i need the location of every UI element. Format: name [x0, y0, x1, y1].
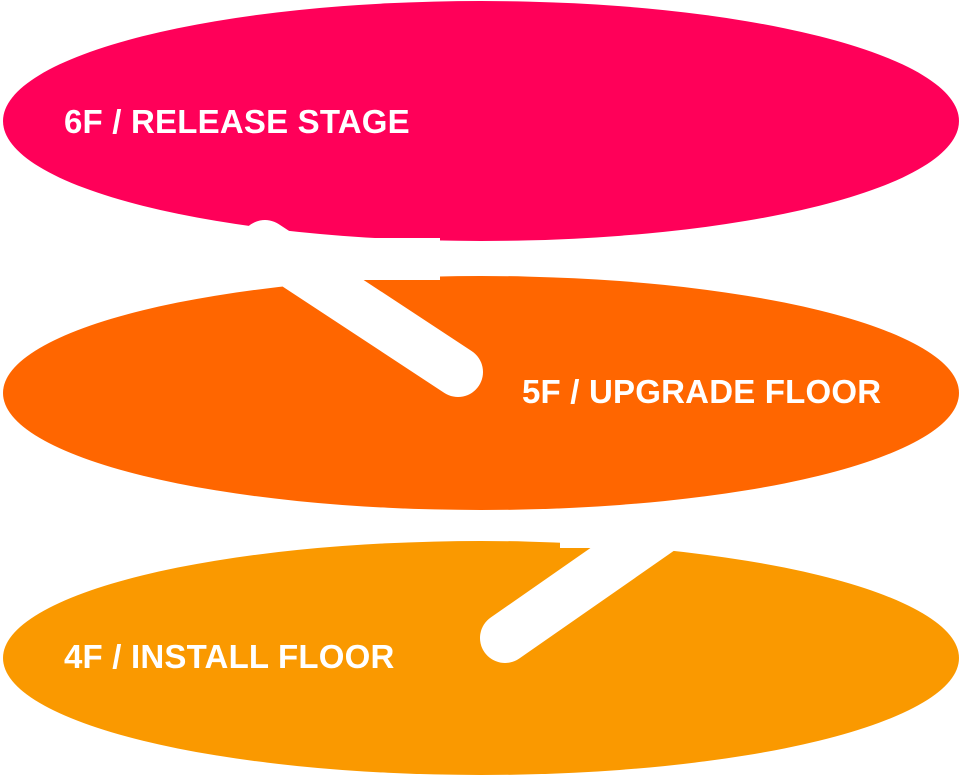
floor-6f-label: 6F / RELEASE STAGE [64, 103, 410, 140]
connector-6f-to-5f-gap [240, 238, 440, 280]
floor-6f: 6F / RELEASE STAGE [3, 1, 959, 241]
floor-4f: 4F / INSTALL FLOOR [3, 541, 959, 775]
floor-4f-label: 4F / INSTALL FLOOR [64, 638, 395, 675]
floor-6f-disc [3, 1, 959, 241]
connector-5f-to-4f-gap [560, 512, 760, 548]
floor-5f: 5F / UPGRADE FLOOR [3, 276, 959, 510]
floor-5f-label: 5F / UPGRADE FLOOR [522, 373, 881, 410]
floor-4f-disc [3, 541, 959, 775]
floor-5f-disc [3, 276, 959, 510]
